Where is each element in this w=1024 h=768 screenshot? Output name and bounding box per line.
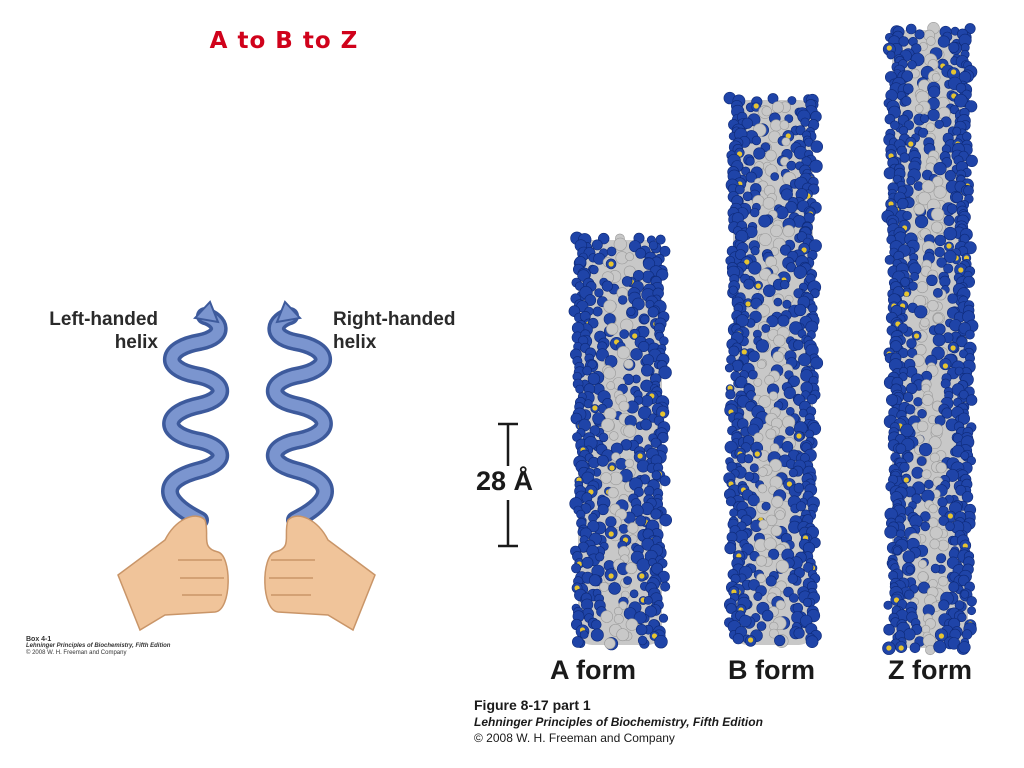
left-helix-arrow (193, 300, 220, 324)
box-credit-title: Box 4-1 (26, 636, 52, 643)
right-handed-helix-label: Right-handed helix (333, 308, 493, 354)
box-credit-copyright: © 2008 W. H. Freeman and Company (26, 650, 127, 656)
right-hand (264, 515, 376, 632)
z-form-label: Z form (888, 655, 972, 685)
box-credit-book: Lehninger Principles of Biochemistry, Fi… (26, 643, 171, 649)
figure-credit-copyright: © 2008 W. H. Freeman and Company (474, 731, 675, 745)
left-hand (117, 515, 229, 632)
a-form-dna (568, 231, 673, 651)
left-handed-helix-label: Left-handed helix (22, 308, 158, 354)
right-label-line2: helix (333, 332, 377, 353)
b-form-label: B form (728, 655, 815, 685)
b-form-dna (723, 91, 824, 649)
scale-label: 28 Å (476, 466, 534, 496)
page-title: A to B to Z (209, 28, 359, 54)
z-form-dna (881, 22, 979, 656)
left-label-line1: Left-handed (49, 309, 158, 330)
left-label-line2: helix (114, 332, 158, 353)
right-helix-ribbon (266, 300, 334, 529)
right-helix-arrow (275, 300, 302, 324)
figure-credit: Figure 8-17 part 1 Lehninger Principles … (474, 697, 763, 746)
scale-bar (498, 422, 518, 548)
box-credit: Box 4-1 Lehninger Principles of Biochemi… (26, 636, 170, 657)
figure-credit-title: Figure 8-17 part 1 (474, 697, 591, 713)
left-helix-ribbon (161, 300, 229, 529)
right-label-line1: Right-handed (333, 309, 456, 330)
figure-credit-book: Lehninger Principles of Biochemistry, Fi… (474, 715, 763, 729)
a-form-label: A form (550, 655, 636, 685)
